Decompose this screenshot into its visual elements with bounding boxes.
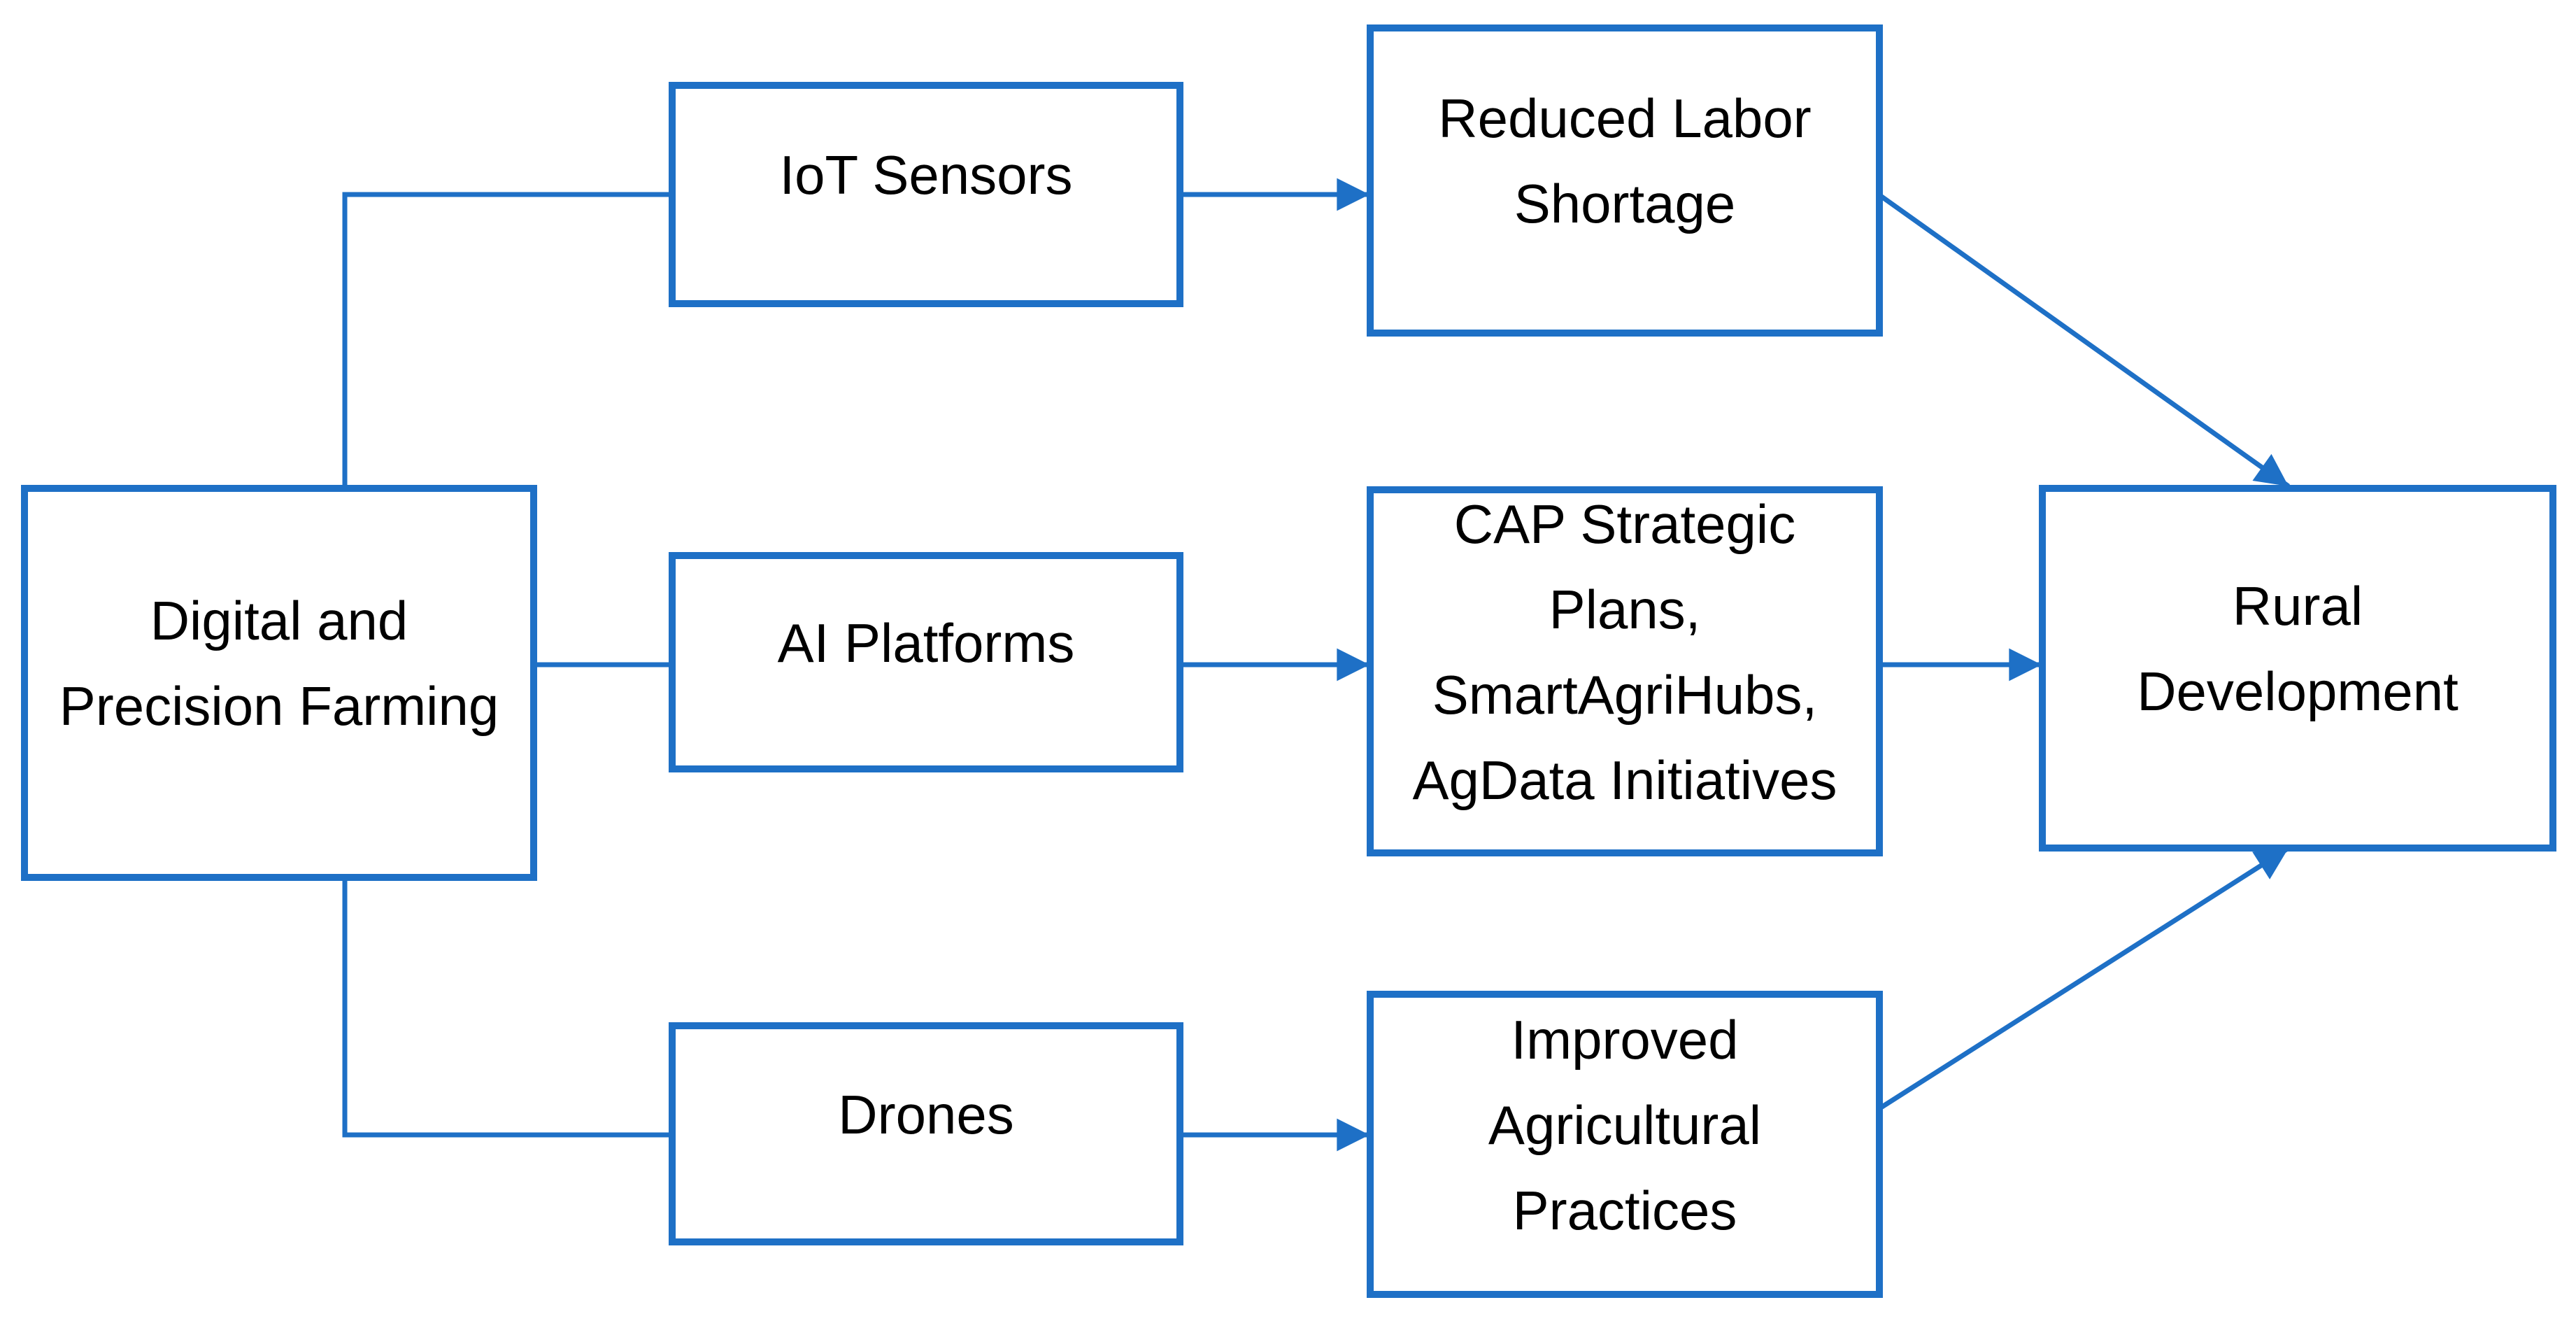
label-line: AgData Initiatives: [1412, 749, 1837, 811]
connector-digital-to-drones: [342, 876, 671, 1138]
label-line: Digital and: [150, 590, 408, 651]
node-label-drones: Drones: [838, 1072, 1013, 1157]
label-line: Practices: [1512, 1179, 1737, 1241]
label-line: Shortage: [1514, 173, 1736, 234]
arrow-improved-agricultural-practices-to-rural-development: [1877, 846, 2290, 1111]
label-line: Reduced Labor: [1438, 87, 1812, 149]
node-ai-platforms: AI Platforms: [669, 552, 1183, 772]
label-line: CAP Strategic: [1453, 493, 1796, 555]
node-iot-sensors: IoT Sensors: [669, 82, 1183, 307]
label-line: SmartAgriHubs,: [1432, 663, 1818, 726]
label-line: Rural: [2232, 575, 2363, 637]
label-line: Improved: [1511, 1008, 1739, 1071]
connector-digital-to-iot-sensors: [342, 192, 671, 490]
node-label-ai-platforms: AI Platforms: [778, 600, 1075, 686]
label-line: Precision Farming: [59, 675, 499, 737]
arrow-reduced-labor-shortage-to-rural-development: [1877, 192, 2291, 488]
label-line: IoT Sensors: [779, 144, 1073, 206]
label-line: AI Platforms: [777, 612, 1075, 674]
label-line: Plans,: [1549, 578, 1701, 640]
label-line: Agricultural: [1488, 1094, 1762, 1156]
node-label-iot-sensors: IoT Sensors: [779, 132, 1072, 218]
label-line: Drones: [838, 1083, 1014, 1145]
node-drones: Drones: [669, 1022, 1183, 1245]
label-line: Development: [2137, 660, 2458, 722]
